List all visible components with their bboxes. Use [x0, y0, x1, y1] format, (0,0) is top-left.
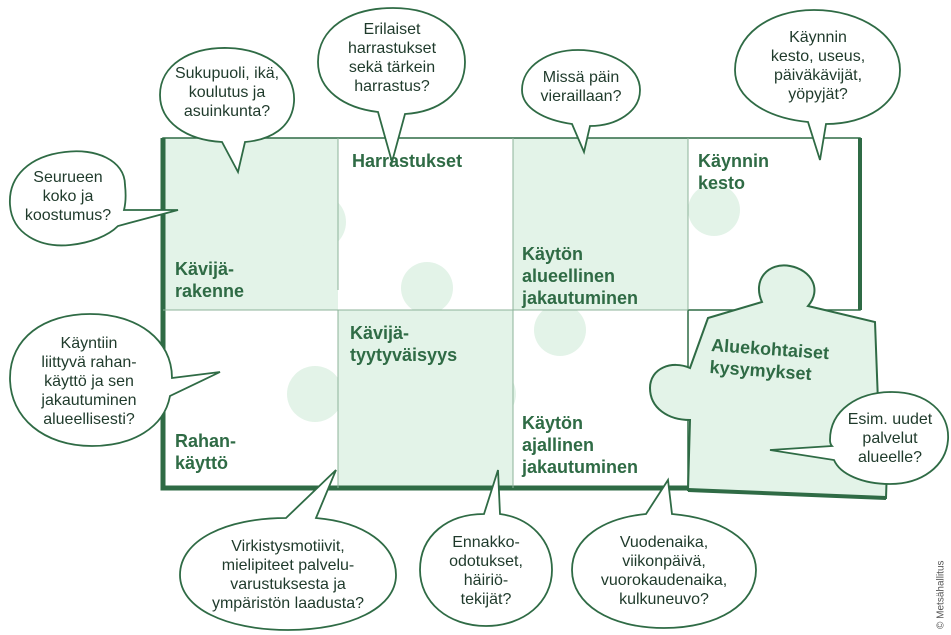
knob-1: [290, 194, 346, 250]
label-rahankaytto: Rahan- käyttö: [175, 431, 237, 473]
puzzle-board: [156, 137, 862, 491]
knob-8: [396, 442, 444, 490]
knob-7: [464, 368, 516, 420]
knob-2: [401, 262, 453, 314]
bubble-text-ennakko: Ennakko- odotukset, häiriö- tekijät?: [449, 534, 523, 608]
credit-text: © Metsähallitus: [936, 560, 947, 629]
bubble-text-sukupuoli: Sukupuoli, ikä, koulutus ja asuinkunta?: [174, 65, 280, 120]
bubble-text-uudet: Esim. uudet palvelut alueelle?: [847, 411, 933, 466]
bubble-vierailu: [521, 49, 641, 155]
label-ajallinen: Käytön ajallinen jakautuminen: [522, 413, 639, 477]
label-alueellinen: Käytön alueellinen jakautuminen: [522, 244, 639, 308]
label-harrastukset: Harrastukset: [352, 151, 463, 171]
bubble-rahankaytto: [9, 313, 221, 447]
bubble-sukupuoli: [159, 47, 295, 175]
speech-bubbles: [9, 7, 949, 631]
label-aluekohtaiset: Aluekohtaiset kysymykset: [709, 334, 830, 385]
bubble-text-seurue: Seurueen koko ja koostumus?: [24, 169, 112, 224]
bubble-text-vuodenaika: Vuodenaika, viikonpäivä, vuorokaudenaika…: [600, 534, 728, 608]
piece-alueellinen-shape: [513, 138, 688, 310]
board-grid: [163, 138, 689, 488]
bubble-harrastukset: [317, 7, 466, 166]
knob-6: [287, 366, 343, 422]
knob-4: [534, 304, 586, 356]
bubble-uudet: [769, 391, 949, 485]
bubble-text-virkistys: Virkistysmotiivit, mielipiteet palvelu- …: [211, 538, 365, 612]
bubble-ennakko: [419, 469, 553, 627]
label-kesto: Käynnin kesto: [698, 151, 770, 193]
bubble-text-harrastukset: Erilaiset harrastukset sekä tärkein harr…: [347, 21, 437, 95]
bubble-seurue: [9, 150, 179, 247]
label-kavijarakenne: Kävijä- rakenne: [175, 259, 245, 301]
knob-3: [688, 184, 740, 236]
bubble-kesto: [734, 9, 901, 161]
bubble-text-rahankaytto: Käyntiin liittyvä rahan- käyttö ja sen j…: [41, 335, 137, 428]
loose-piece-shadow: [687, 488, 887, 500]
bubble-virkistys: [179, 469, 397, 631]
bubble-text-vierailu: Missä päin vieraillaan?: [540, 69, 622, 105]
bubble-text-kesto: Käynnin kesto, useus, päiväkävijät, yöpy…: [770, 29, 866, 103]
bubble-vuodenaika: [571, 477, 757, 629]
label-tyytyvaisyys: Kävijä- tyytyväisyys: [350, 323, 458, 365]
loose-piece: [648, 264, 889, 500]
